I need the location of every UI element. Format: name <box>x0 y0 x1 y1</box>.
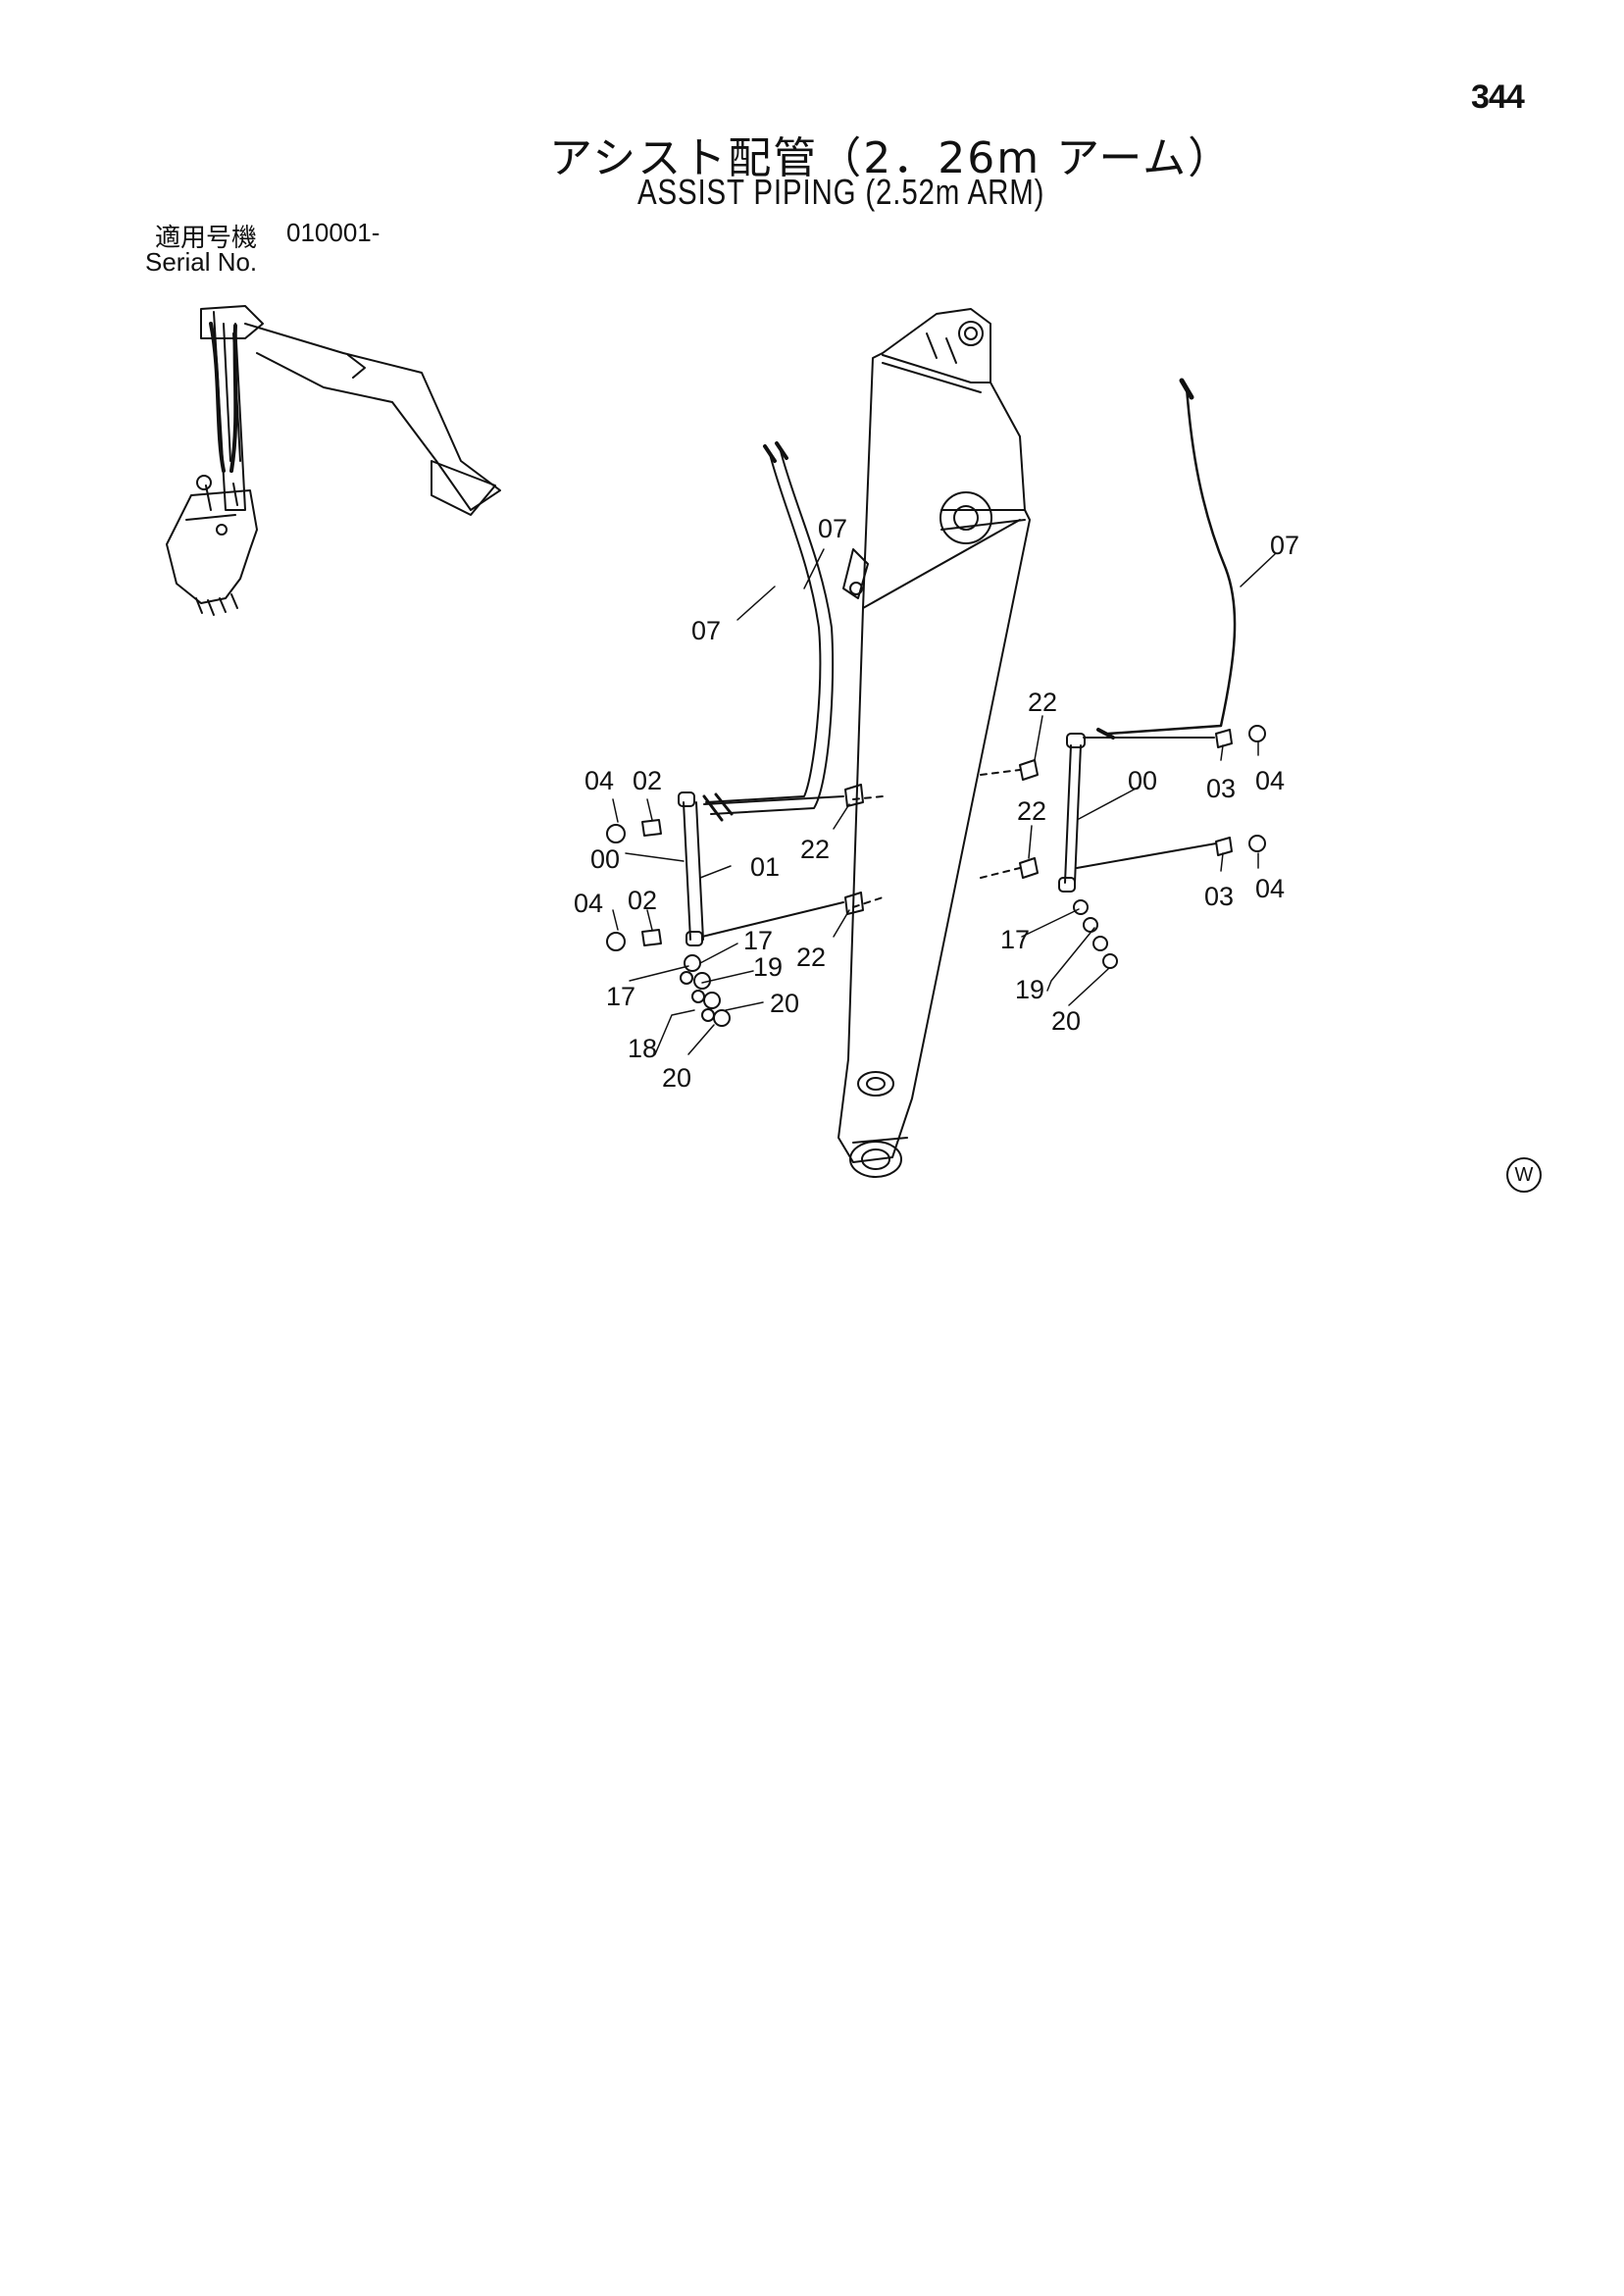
callout-17-left-upper: 17 <box>743 926 773 955</box>
callout-07-left: 07 <box>691 616 721 645</box>
callout-04-lower-left: 04 <box>574 889 603 918</box>
callout-04-upper-left: 04 <box>584 766 614 795</box>
title-japanese: アシスト配管（2．26m アーム） <box>549 133 1234 183</box>
callout-03-upper-right: 03 <box>1206 774 1236 803</box>
left-pipe-assembly <box>606 784 884 1027</box>
callout-22-upper-left: 22 <box>800 835 830 864</box>
serial-number: 010001- <box>286 218 381 247</box>
callout-17-right: 17 <box>1000 925 1030 954</box>
serial-label-english: Serial No. <box>145 247 258 277</box>
callout-22-upper-right: 22 <box>1028 688 1057 717</box>
callout-20-left-upper: 20 <box>770 989 799 1018</box>
title-english: ASSIST PIPING (2.52m ARM) <box>637 172 1045 212</box>
callout-00-left: 00 <box>590 844 620 874</box>
arm-body <box>837 308 1031 1178</box>
callout-02-upper-left: 02 <box>633 766 662 795</box>
callout-04-lower-right: 04 <box>1255 874 1285 903</box>
callout-labels: 07 07 07 04 02 00 01 04 02 22 22 17 17 1… <box>574 514 1299 1093</box>
callout-20-right: 20 <box>1051 1006 1081 1036</box>
callout-03-lower-right: 03 <box>1204 882 1234 911</box>
callout-00-right: 00 <box>1128 766 1157 795</box>
right-pipe-assembly <box>980 725 1266 969</box>
callout-22-lower-left: 22 <box>796 943 826 972</box>
callout-07-upper: 07 <box>818 514 847 543</box>
leader-lines <box>612 548 1276 1055</box>
callout-02-lower-left: 02 <box>628 886 657 915</box>
left-hose-pair <box>702 441 835 822</box>
callout-22-lower-right: 22 <box>1017 796 1046 826</box>
callout-19-right: 19 <box>1015 975 1044 1004</box>
callout-04-upper-right: 04 <box>1255 766 1285 795</box>
excavator-thumbnail <box>166 305 501 616</box>
page-number: 344 <box>1471 78 1525 116</box>
callout-19-left: 19 <box>753 952 783 982</box>
right-hose <box>1096 378 1237 740</box>
callout-01-left: 01 <box>750 852 780 882</box>
serial-label-japanese: 適用号機 <box>155 224 258 253</box>
callout-17-left-lower: 17 <box>606 982 635 1011</box>
callout-20-left-lower: 20 <box>662 1063 691 1093</box>
callout-18-left: 18 <box>628 1034 657 1063</box>
callout-07-right: 07 <box>1270 531 1299 560</box>
w-circle-mark: W <box>1506 1157 1542 1193</box>
